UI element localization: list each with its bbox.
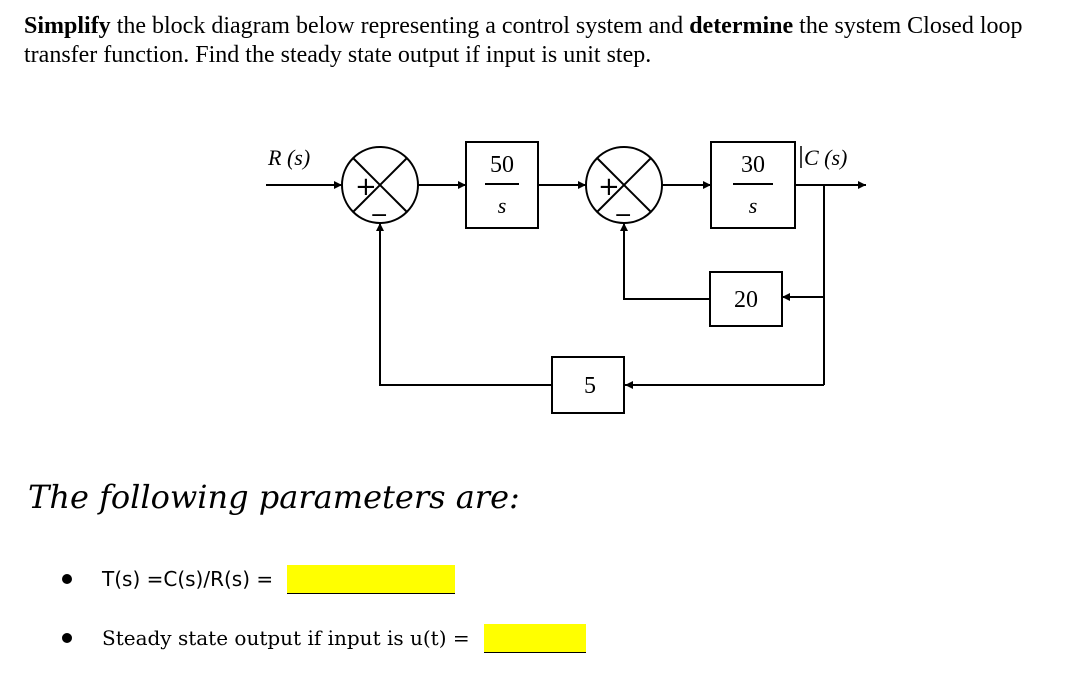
sum2-minus-sign: −: [614, 203, 632, 228]
problem-statement: Simplify the block diagram below represe…: [24, 12, 1054, 70]
outer-feedback-return-line: [376, 223, 552, 386]
summing-junction-1: + −: [341, 146, 419, 228]
inner-feedback-return-line: [620, 223, 710, 300]
problem-keyword-determine: determine: [689, 13, 794, 39]
sum1-minus-sign: −: [370, 203, 388, 228]
parameter-item-transfer-function: T(s) =C(s)/R(s) =: [62, 561, 456, 597]
parameters-heading: The following parameters are:: [28, 478, 520, 516]
transfer-function-answer-field[interactable]: [287, 564, 456, 594]
transfer-function-label: T(s) =C(s)/R(s) =: [102, 567, 274, 591]
bullet-icon: [62, 574, 72, 584]
problem-text-2: the system Closed loop transfer function…: [24, 13, 1023, 68]
steady-state-label: Steady state output if input is u(t) =: [102, 626, 470, 650]
block-diagram: R (s) + − 50 s + − 30 s C (s): [266, 141, 866, 414]
parameter-item-steady-state: Steady state output if input is u(t) =: [62, 620, 586, 656]
problem-text-1: the block diagram below representing a c…: [110, 13, 690, 39]
block1-denominator: s: [498, 193, 507, 218]
sum1-plus-sign: +: [355, 172, 377, 202]
sum2-plus-sign: +: [598, 172, 620, 202]
block2-numerator: 30: [741, 152, 765, 178]
outer-feedback-block-5: 5: [551, 356, 625, 414]
summing-junction-2: + −: [585, 146, 663, 228]
steady-state-answer-field[interactable]: [483, 623, 586, 653]
block-30-over-s: 30 s: [710, 141, 796, 229]
problem-keyword-simplify: Simplify: [24, 13, 111, 39]
block-50-over-s: 50 s: [465, 141, 539, 229]
input-label-r: R (s): [267, 145, 310, 170]
inner-feedback-gain: 20: [734, 287, 758, 313]
outer-feedback-gain: 5: [584, 373, 596, 399]
inner-feedback-block-20: 20: [709, 271, 783, 327]
block1-numerator: 50: [490, 152, 514, 178]
block2-denominator: s: [749, 193, 758, 218]
output-label-c: C (s): [804, 145, 847, 170]
bullet-icon: [62, 633, 72, 643]
